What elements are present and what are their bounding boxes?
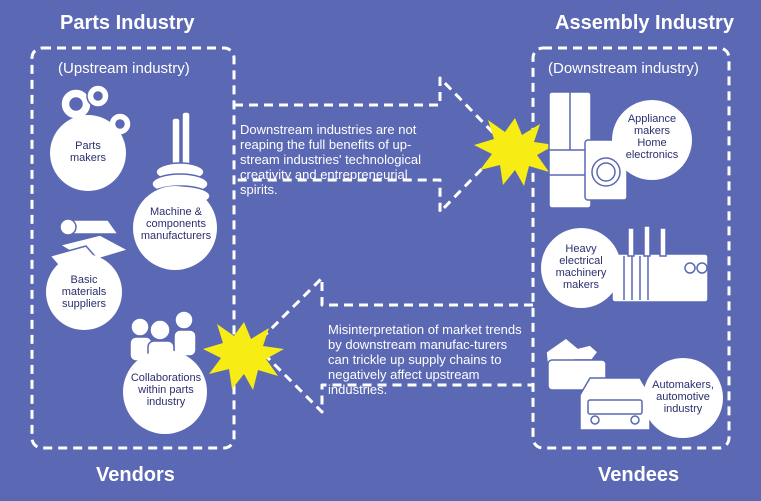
appliance-label: Appliance makers Home electronics	[625, 113, 679, 161]
heavy-electrical-circle	[541, 228, 621, 308]
automakers-circle	[643, 358, 723, 438]
top-arrow	[234, 76, 507, 214]
upstream-frame	[30, 46, 236, 450]
machine-components-label: Machine & components manufacturers	[140, 206, 212, 242]
burst-icon-bottom	[203, 322, 284, 390]
bottom-arrow-text: Misinterpretation of market trends by do…	[328, 322, 522, 397]
vendors-footer: Vendors	[96, 464, 175, 486]
heavy-electrical-label: Heavy electrical machinery makers	[555, 243, 607, 291]
collaboration-label: Collaborations within parts industry	[130, 372, 202, 408]
downstream-subtitle: (Downstream industry)	[548, 60, 699, 77]
transformer-icon	[611, 225, 709, 303]
collaboration-circle	[123, 350, 207, 434]
car-robot-icon	[545, 337, 651, 431]
basic-materials-circle	[46, 254, 122, 330]
parts-makers-circle	[50, 115, 126, 191]
appliance-circle	[612, 100, 692, 180]
parts-makers-label: Parts makers	[69, 140, 107, 164]
automakers-label: Automakers, automotive industry	[652, 379, 714, 415]
burst-icon-top	[474, 118, 555, 186]
assembly-industry-title: Assembly Industry	[555, 12, 734, 34]
top-arrow-text: Downstream industries are not reaping th…	[240, 122, 421, 197]
refrigerator-icon	[548, 91, 592, 209]
basic-materials-label: Basic materials suppliers	[61, 274, 107, 310]
downstream-frame	[531, 46, 731, 450]
parts-industry-title: Parts Industry	[60, 12, 195, 34]
machine-components-circle	[133, 186, 217, 270]
upstream-subtitle: (Upstream industry)	[58, 60, 190, 77]
vendees-footer: Vendees	[598, 464, 680, 486]
